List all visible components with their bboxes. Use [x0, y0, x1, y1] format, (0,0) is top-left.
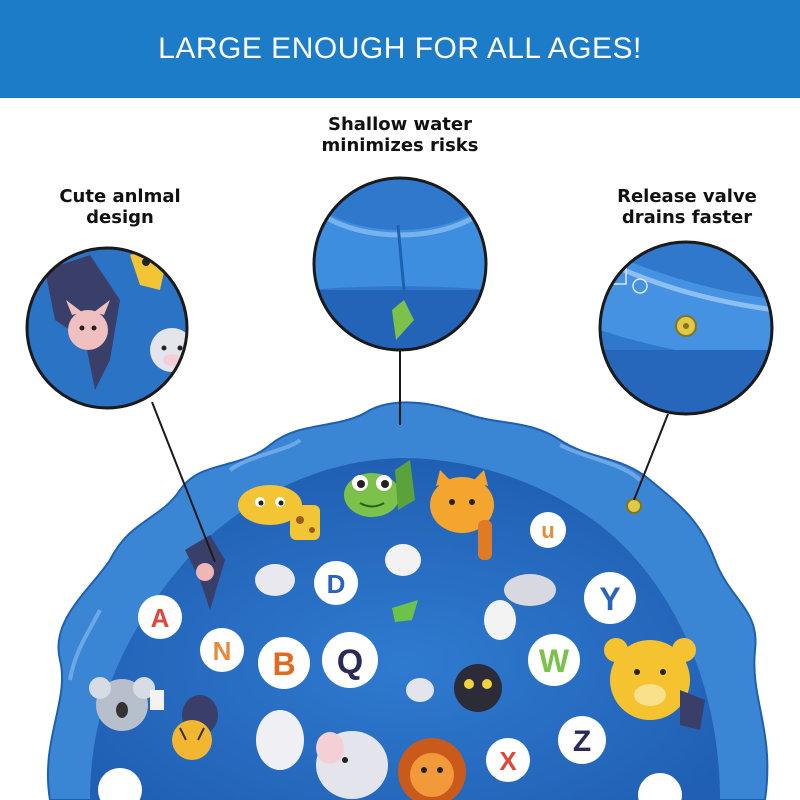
letter-text: D	[327, 569, 346, 599]
lion-icon	[398, 738, 466, 800]
letter-bubble: W	[528, 634, 580, 686]
letter-bubble: u	[530, 512, 566, 548]
letter-text: W	[539, 643, 570, 679]
letter-bubble: N	[200, 628, 244, 672]
rim-highlight	[559, 443, 642, 482]
cat-icon	[430, 470, 494, 560]
black-cat-icon	[454, 664, 502, 712]
tiger-icon	[172, 720, 212, 760]
letter-text: Z	[573, 725, 591, 758]
callout-line-valve	[633, 413, 669, 501]
rim-highlight	[68, 609, 102, 681]
callout-line-animal	[151, 401, 216, 563]
letter-text: u	[541, 518, 554, 543]
donkey-icon	[504, 574, 556, 606]
letter-bubble	[638, 773, 682, 800]
callout-release-valve: Release valve drains faster	[592, 186, 782, 228]
release-valve-icon	[626, 498, 642, 514]
letter-text: Q	[337, 643, 363, 681]
owl-icon	[406, 678, 434, 702]
letter-bubble: A	[138, 595, 182, 639]
bat-icon	[185, 535, 225, 610]
frog-icon	[392, 300, 414, 340]
zoom-circle-release-valve	[598, 240, 774, 416]
duck-icon	[385, 544, 421, 576]
zoom-circle-animals	[25, 246, 189, 410]
letter-bubble: Z	[558, 716, 606, 764]
header-banner: LARGE ENOUGH FOR ALL AGES!	[0, 0, 800, 98]
callout-valve-line1: Release valve	[617, 186, 757, 207]
zoom-circle-shallow-water	[312, 176, 488, 352]
hippo-icon	[255, 564, 295, 596]
letter-bubble: Y	[584, 572, 636, 624]
callout-animal-line2: design	[86, 207, 154, 228]
rabbit-icon	[484, 600, 516, 640]
letter-bubble: Q	[322, 632, 378, 688]
banner-title: LARGE ENOUGH FOR ALL AGES!	[158, 32, 642, 65]
letter-bubble: D	[314, 561, 358, 605]
callout-animal-design: Cute anlmal design	[30, 186, 210, 228]
callout-shallow-line2: minimizes risks	[321, 135, 479, 156]
giraffe-icon	[238, 485, 320, 540]
frog-icon	[344, 460, 415, 517]
letter-text: N	[213, 636, 232, 666]
letter-text: B	[272, 646, 295, 682]
callout-animal-line1: Cute anlmal	[59, 186, 181, 207]
letter-text: Y	[599, 581, 620, 617]
callout-shallow-water: Shallow water minimizes risks	[300, 114, 500, 156]
letter-bubble	[98, 768, 142, 800]
rim-highlight	[228, 438, 302, 472]
bunny-icon	[256, 710, 304, 770]
splash-mat: A D N B Q Y W X	[46, 401, 769, 800]
mat-inner-surface	[90, 458, 720, 800]
bear-icon	[604, 638, 705, 730]
letter-bubble: X	[486, 738, 530, 782]
letter-text: X	[499, 746, 517, 776]
fish-icon	[392, 600, 418, 622]
no-symbol-icon	[632, 278, 648, 294]
callout-valve-line2: drains faster	[621, 207, 753, 228]
callout-shallow-line1: Shallow water	[328, 114, 472, 135]
koala-icon	[89, 677, 164, 731]
elephant-icon	[316, 731, 388, 799]
letter-bubble: B	[258, 637, 310, 689]
letter-text: A	[151, 603, 170, 633]
